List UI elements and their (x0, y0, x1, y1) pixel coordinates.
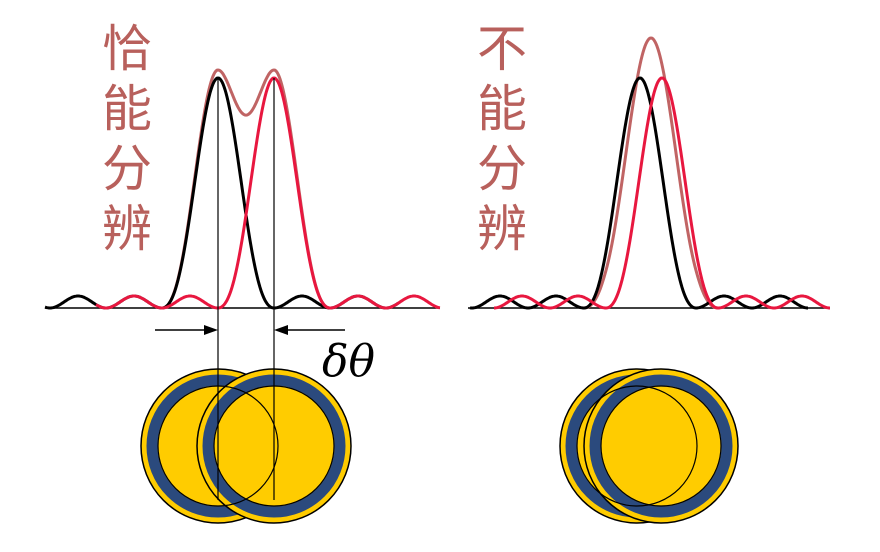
resolved-label: 恰能分辨 (94, 22, 152, 262)
unresolved-disk-b (583, 368, 739, 524)
unresolved-disk-a-inner-outline (576, 385, 698, 507)
unresolved-source-a-curve (469, 76, 808, 310)
separation-label: δθ (322, 336, 375, 387)
separation-arrow-right (274, 325, 345, 335)
separation-arrow-left (155, 325, 218, 335)
unresolved-sum-curve (583, 36, 719, 310)
unresolved-label: 不能分辨 (469, 22, 527, 262)
unresolved-panel (468, 36, 830, 524)
resolved-source-b-curve (95, 76, 441, 310)
resolved-panel: δθ (44, 68, 441, 524)
unresolved-disk-b-inner-outline (600, 385, 722, 507)
unresolved-source-b-curve (494, 76, 830, 310)
resolved-sum-curve (161, 68, 331, 310)
